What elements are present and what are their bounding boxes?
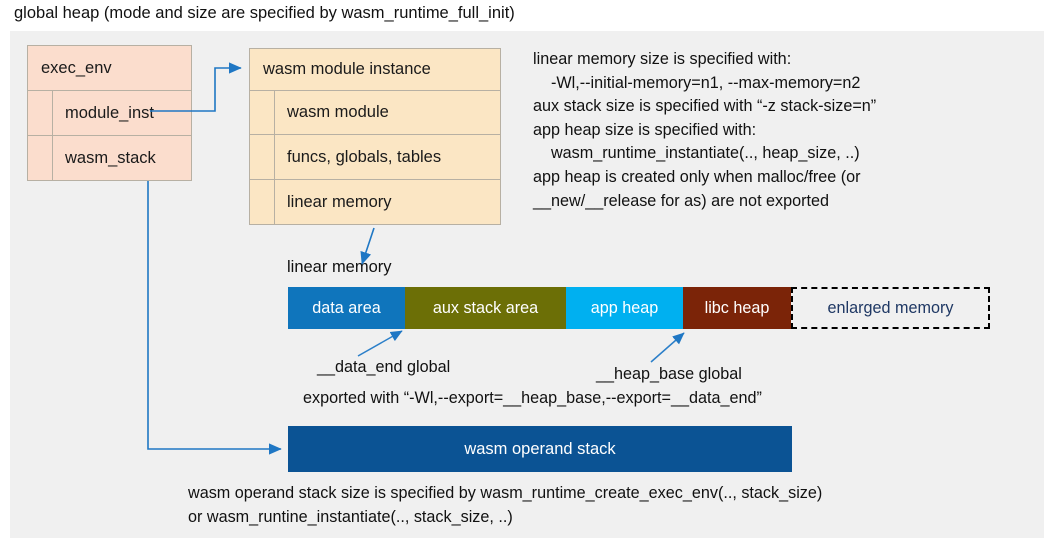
wasm-module-label: wasm module [287,103,389,121]
row-gutter [250,91,275,134]
module-instance-row-wasm-module: wasm module [249,91,501,135]
page-title: global heap (mode and size are specified… [14,4,515,22]
module-inst-label: module_inst [65,103,154,122]
annotation-exported-with: exported with “-Wl,--export=__heap_base,… [303,389,762,407]
wasm-operand-stack-label: wasm operand stack [464,439,616,458]
module-instance-header: wasm module instance [249,48,501,91]
annotation-heap-base: __heap_base global [596,365,742,383]
module-instance-title: wasm module instance [263,60,431,78]
wasm-operand-stack-box[interactable]: wasm operand stack [288,426,792,472]
wasm-stack-label: wasm_stack [65,148,156,167]
annotation-data-end: __data_end global [317,358,451,376]
linear-memory-caption: linear memory [287,258,392,276]
segment-enlarged-memory[interactable]: enlarged memory [791,287,990,329]
segment-aux-stack-area[interactable]: aux stack area [405,287,566,329]
row-gutter [250,180,275,224]
operand-stack-note: wasm operand stack size is specified by … [188,484,823,526]
segment-libc-heap[interactable]: libc heap [683,287,791,329]
exec-env-row-module-inst: module_inst [27,91,192,136]
row-gutter [28,91,53,135]
memory-config-notes: linear memory size is specified with: -W… [533,50,877,210]
exec-env-row-wasm-stack: wasm_stack [27,136,192,181]
module-instance-row-funcs-globals-tables: funcs, globals, tables [249,135,501,180]
segment-data-area[interactable]: data area [288,287,405,329]
row-gutter [28,136,53,180]
module-instance-row-linear-memory: linear memory [249,180,501,225]
exec-env-header: exec_env [27,45,192,91]
segment-app-heap[interactable]: app heap [566,287,683,329]
funcs-globals-tables-label: funcs, globals, tables [287,147,442,166]
linear-memory-row-label: linear memory [287,192,392,211]
exec-env-title: exec_env [41,58,112,77]
row-gutter [250,135,275,179]
